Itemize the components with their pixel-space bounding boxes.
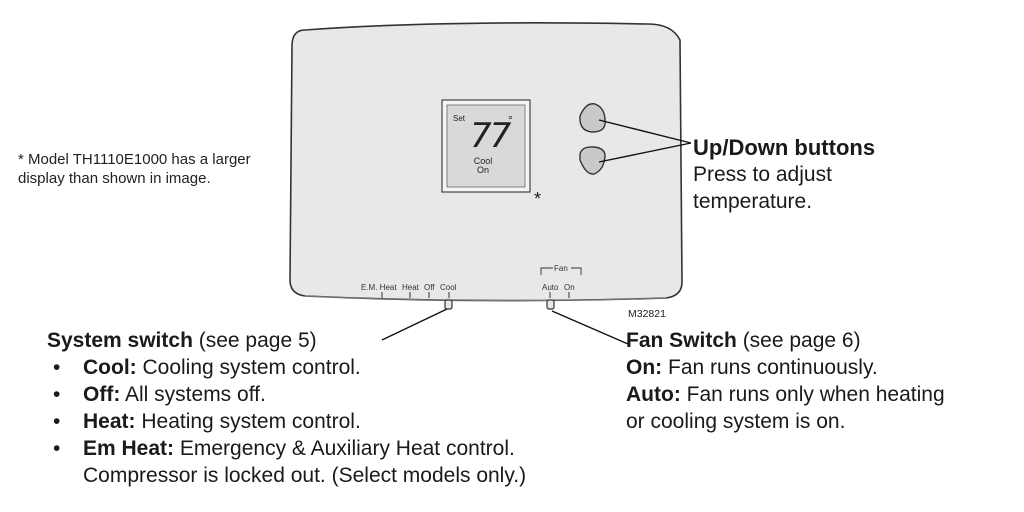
up-button[interactable] [579,103,606,133]
fan-switch-title: Fan Switch [626,329,737,352]
system-switch-heading: System switch (see page 5) [47,327,526,354]
fan-on-line: On: Fan runs continuously. [626,356,878,379]
fan-switch-callout: Fan Switch (see page 6) On: Fan runs con… [626,327,945,435]
fan-switch-slider[interactable] [546,299,555,310]
down-button[interactable] [579,146,606,175]
system-switch-title: System switch [47,329,193,352]
system-label-off: Off [424,283,435,292]
list-item: •Heat: Heating system control. [53,410,361,433]
system-label-cool: Cool [440,283,457,292]
system-switch-callout: System switch (see page 5) •Cool: Coolin… [47,327,526,489]
list-item: •Off: All systems off. [53,383,266,406]
list-item: •Em Heat: Emergency & Auxiliary Heat con… [53,437,527,487]
fan-switch-group: Fan Auto On [540,264,582,292]
degree-symbol: ° [508,113,513,127]
set-label: Set [453,114,466,123]
updown-callout: Up/Down buttons Press to adjust temperat… [693,134,875,215]
updown-desc-line2: temperature. [693,190,813,213]
updown-desc-line1: Press to adjust [693,163,832,186]
em-heat-continuation: Compressor is locked out. (Select models… [83,464,527,487]
system-label-heat: Heat [402,283,420,292]
fan-auto-line: Auto: Fan runs only when heating [626,383,945,406]
updown-title: Up/Down buttons [693,135,876,160]
list-item: •Cool: Cooling system control. [53,356,361,379]
system-switch-list: •Cool: Cooling system control. •Off: All… [47,354,526,489]
fan-auto-line2: or cooling system is on. [626,410,846,433]
fan-label-auto: Auto [542,283,559,292]
asterisk-mark: * [534,189,541,209]
model-footnote: * Model TH1110E1000 has a larger display… [18,151,251,187]
fan-label: Fan [554,264,568,273]
fan-switch-ref: (see page 6) [736,329,861,352]
temperature-readout: 77 [470,116,512,156]
system-switch-slider[interactable] [444,299,453,310]
mode-cool-text: Cool [474,156,493,166]
model-code: M32821 [628,308,666,320]
mode-on-text: On [477,165,489,175]
system-switch-labels: E.M. Heat Heat Off Cool [361,283,457,292]
system-label-emheat: E.M. Heat [361,283,397,292]
fan-label-on: On [564,283,575,292]
system-switch-ref: (see page 5) [192,329,317,352]
fan-switch-heading: Fan Switch (see page 6) [626,327,945,354]
lcd-display: Set 77 ° Cool On [441,99,531,193]
